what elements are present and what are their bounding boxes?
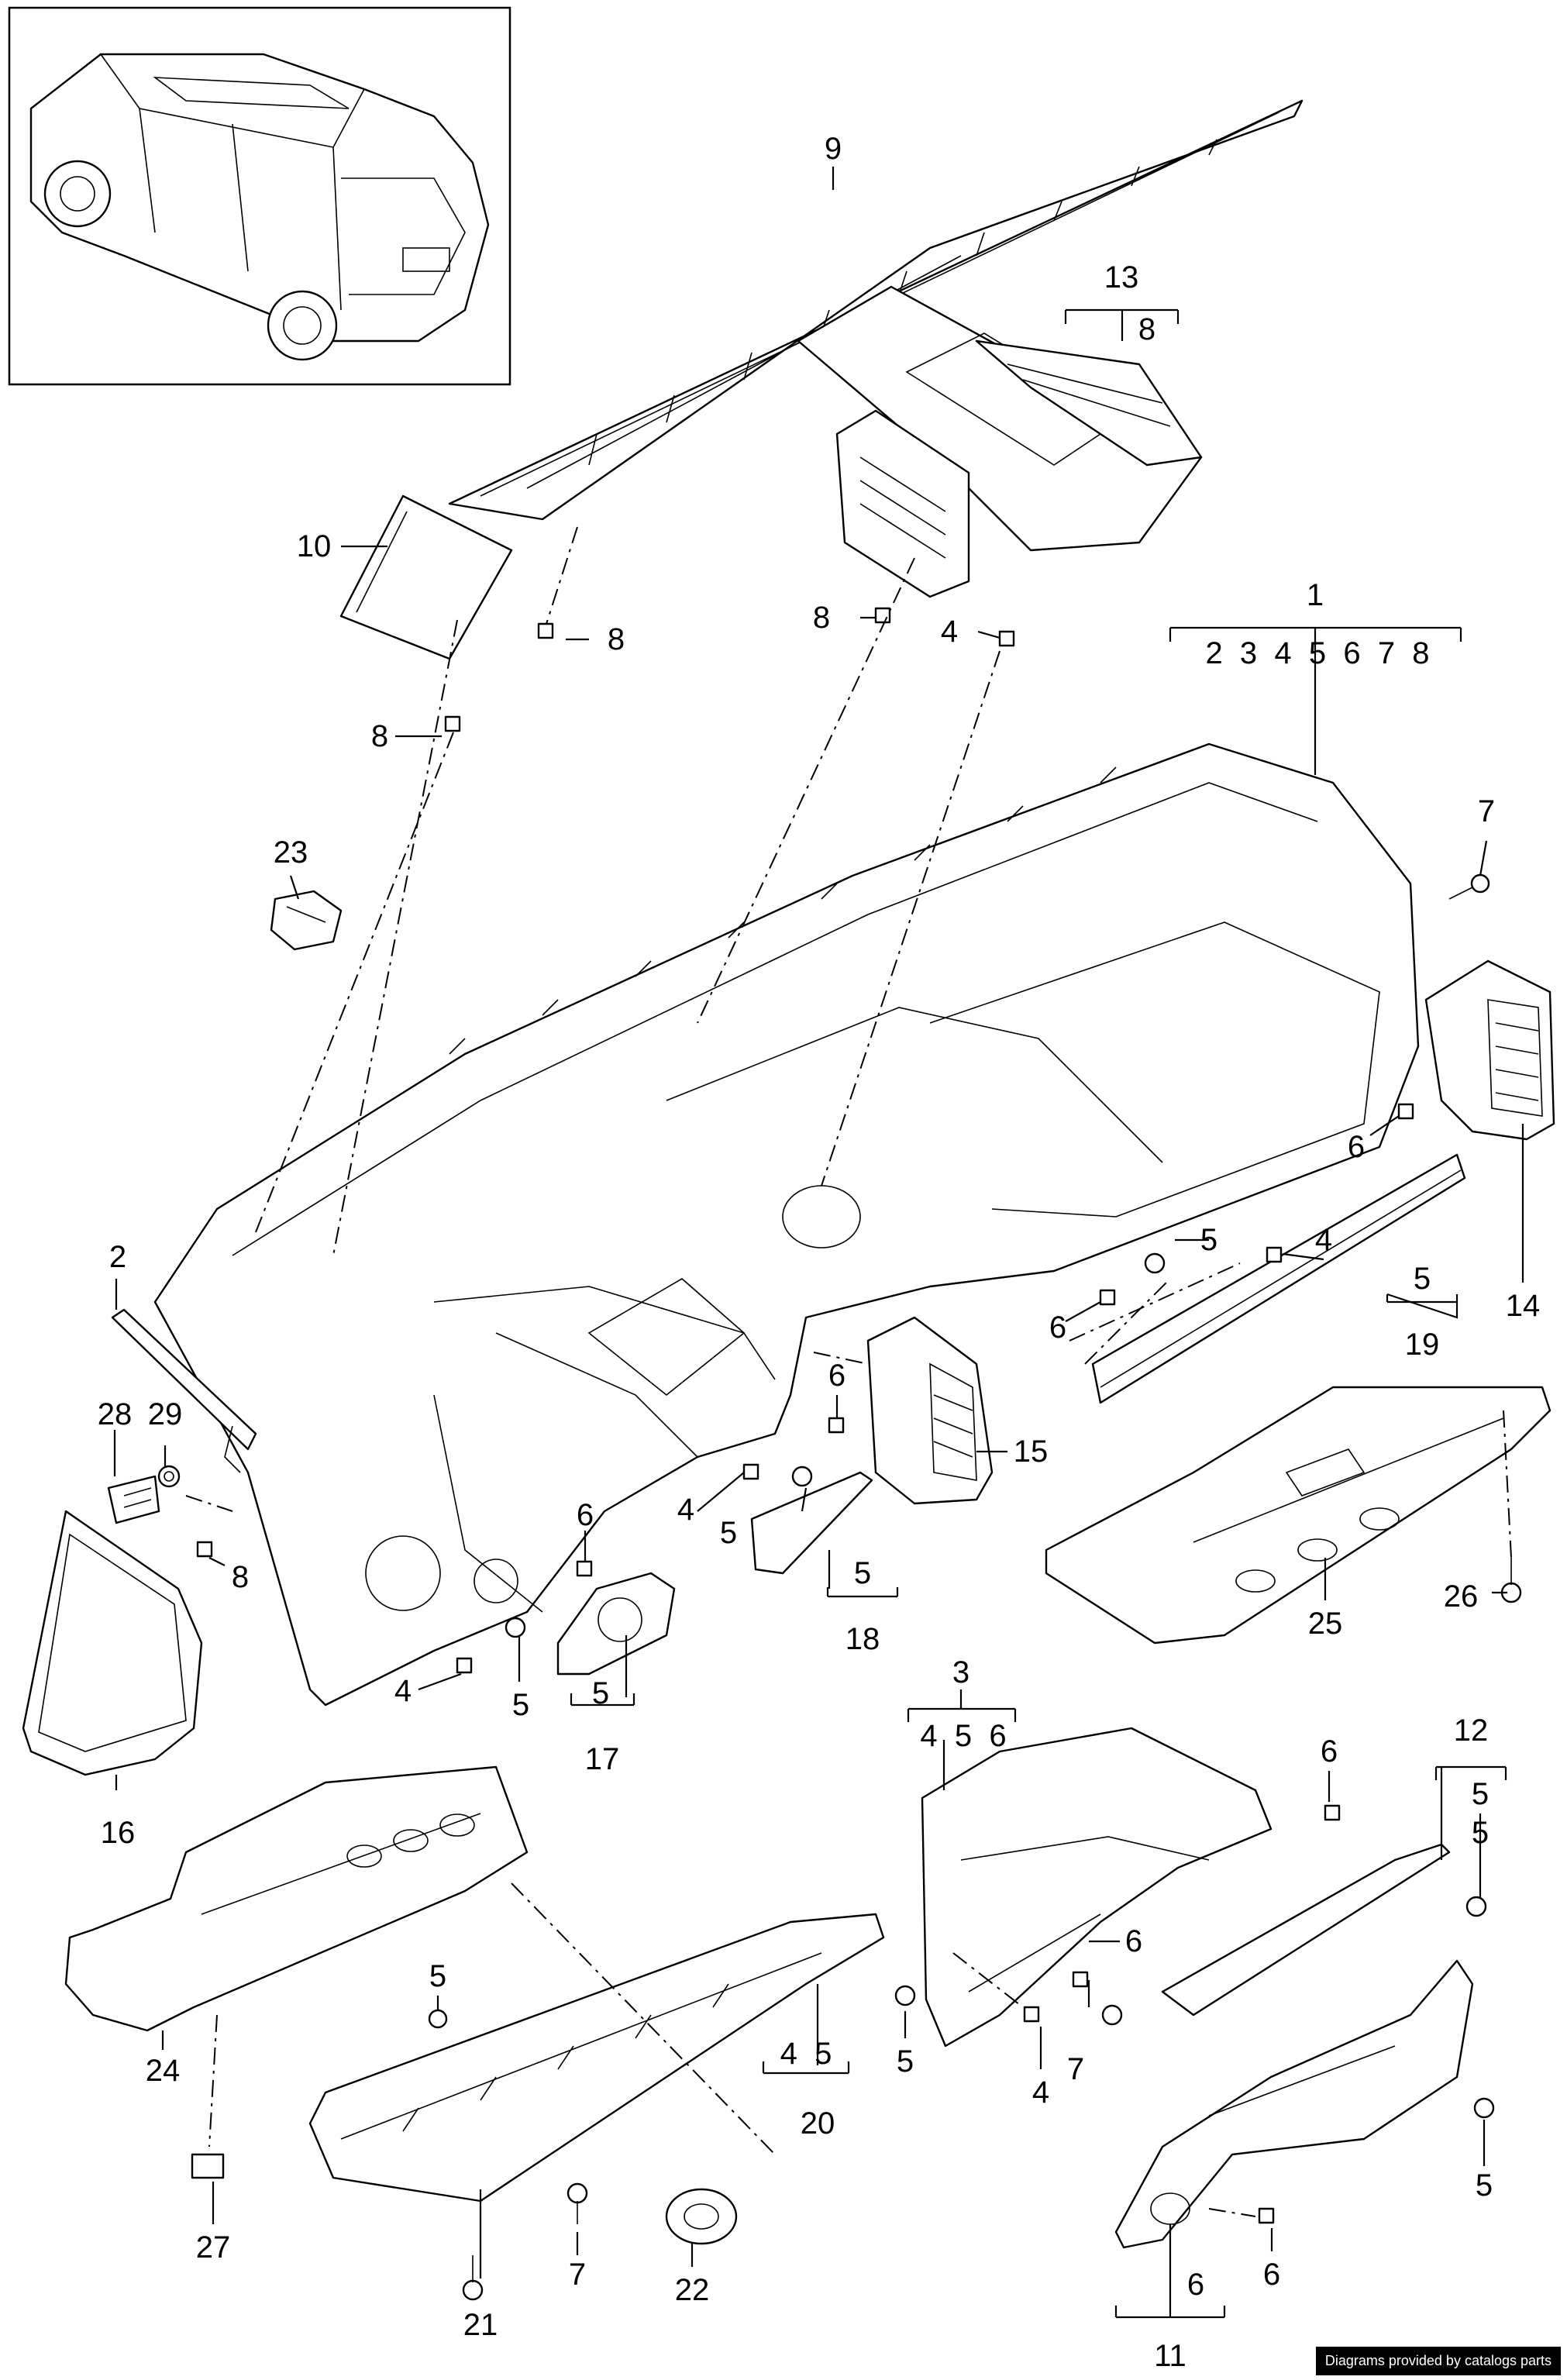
alignment-lines [185, 526, 1512, 2217]
part-11-lower-trim [1114, 1959, 1474, 2249]
callout-4: 4 [941, 615, 958, 649]
part-16-side-trim [22, 1510, 203, 1776]
callout-25: 25 [1308, 1607, 1343, 1641]
callout-12: 12 [1454, 1714, 1489, 1748]
callout-6: 6 [1125, 1924, 1142, 1958]
callout-9: 9 [825, 132, 842, 166]
callout-6: 6 [828, 1359, 845, 1393]
vehicle-thumbnail [8, 6, 511, 386]
part-29-nut [157, 1465, 181, 1488]
callout-14: 14 [1506, 1289, 1541, 1323]
callout-2: 2 [109, 1240, 126, 1274]
callout-26: 26 [1444, 1579, 1479, 1614]
part-17-cover [556, 1572, 676, 1676]
callout-5: 5 [512, 1688, 529, 1722]
callout-4: 4 [1032, 2075, 1049, 2110]
callout-12-sub: 5 [1472, 1777, 1489, 1811]
part-14-side-vent [1424, 959, 1555, 1141]
callout-22: 22 [675, 2273, 710, 2307]
credit-badge: Diagrams provided by catalogs parts [1315, 2347, 1561, 2375]
callout-15: 15 [1014, 1435, 1049, 1469]
callout-7: 7 [1067, 2052, 1084, 2086]
callout-3-sub: 4 5 6 [920, 1719, 1006, 1753]
callout-19: 19 [1405, 1328, 1440, 1362]
callout-18: 18 [845, 1622, 880, 1656]
callout-20: 20 [801, 2106, 835, 2141]
part-28-switch [107, 1475, 160, 1524]
callout-24: 24 [146, 2054, 181, 2088]
part-2-bracket [111, 1308, 257, 1473]
callout-5: 5 [1472, 1816, 1489, 1850]
callout-3: 3 [952, 1655, 969, 1689]
callout-28: 28 [98, 1397, 133, 1431]
callout-8: 8 [813, 601, 830, 635]
callout-5: 5 [720, 1516, 737, 1550]
part-3-glove-box [921, 1727, 1273, 2048]
callout-6: 6 [1263, 2258, 1280, 2292]
callout-5: 5 [1200, 1223, 1217, 1257]
callout-labels: 9 13 8 10 8 8 4 8 1 2 3 4 5 6 7 8 7 23 6… [98, 132, 1541, 2373]
callout-19-sub: 5 [1414, 1262, 1431, 1296]
part-27-clip [191, 2153, 225, 2179]
part-22-ring [665, 2188, 738, 2245]
callout-11-sub: 6 [1187, 2268, 1204, 2302]
part-23-clip [270, 890, 343, 951]
callout-5: 5 [1476, 2168, 1493, 2203]
callout-23: 23 [274, 835, 308, 870]
callout-29: 29 [148, 1397, 183, 1431]
callout-5: 5 [429, 1959, 446, 1993]
callout-18-sub: 5 [854, 1556, 871, 1590]
callout-13-sub: 8 [1138, 312, 1155, 346]
callout-8: 8 [608, 622, 625, 656]
callout-5: 5 [897, 2044, 914, 2079]
part-13-center-vent [797, 285, 1203, 598]
callout-4: 4 [1315, 1223, 1332, 1257]
callout-7: 7 [569, 2258, 586, 2292]
callout-17: 17 [585, 1742, 620, 1776]
callout-1-sub: 2 3 4 5 6 7 8 [1205, 636, 1429, 670]
callout-6: 6 [1049, 1311, 1066, 1345]
part-20-knee-bar [308, 1913, 885, 2203]
part-10-end-cap [339, 494, 513, 660]
callout-6: 6 [1348, 1130, 1365, 1164]
callout-6: 6 [1321, 1734, 1338, 1769]
callout-6: 6 [577, 1498, 594, 1532]
callout-27: 27 [196, 2230, 231, 2265]
part-18-trim [750, 1471, 873, 1575]
part-25-lower-panel [1045, 1386, 1552, 1645]
part-19-trim-strip [1091, 1153, 1466, 1404]
callout-11: 11 [1154, 2339, 1186, 2373]
part-24-lower-panel [64, 1765, 529, 2032]
callout-8: 8 [371, 719, 388, 753]
leader-lines [113, 167, 1524, 2319]
callout-4: 4 [677, 1493, 694, 1527]
callout-17-sub: 5 [592, 1676, 609, 1710]
callout-20-sub: 4 5 [780, 2037, 832, 2071]
part-1-dashboard [153, 742, 1420, 1707]
part-15-vent [866, 1316, 994, 1505]
callout-4: 4 [394, 1674, 412, 1708]
callout-8: 8 [232, 1560, 249, 1594]
callout-7: 7 [1478, 794, 1495, 828]
part-12-trim [1161, 1843, 1451, 2017]
callout-16: 16 [101, 1816, 136, 1850]
callout-13: 13 [1104, 260, 1139, 294]
callout-1: 1 [1307, 578, 1324, 612]
callout-21: 21 [463, 2308, 498, 2342]
callout-10: 10 [297, 529, 332, 563]
